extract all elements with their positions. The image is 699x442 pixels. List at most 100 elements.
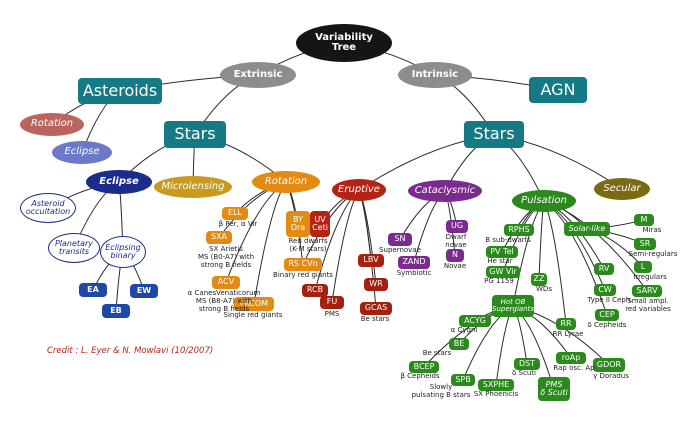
hot-ob-supergiants-node: Hot OB Supergiants — [492, 295, 534, 317]
dst-label: δ Scuti — [512, 369, 536, 377]
connector-line — [538, 200, 545, 280]
ug-label: Dwarf novae — [445, 233, 467, 249]
dst-node: DST — [514, 358, 540, 370]
ew-node: EW — [130, 284, 158, 298]
zz-label: WDs — [536, 285, 552, 293]
gw-vir-label: PG 1159 — [484, 277, 514, 285]
m-label: Miras — [642, 226, 662, 234]
acv-node: ACV — [212, 276, 240, 289]
rs-cvn-label: Binary red giants — [273, 271, 333, 279]
cataclysmic-node: Cataclysmic — [408, 180, 482, 202]
sarv-label: Small ampl. red variables — [625, 297, 671, 313]
ell-label: β Per, α Vir — [218, 220, 258, 228]
zand-label: Symbiotic — [396, 269, 432, 277]
sn-label: Supernovae — [379, 246, 421, 254]
cw-label: Type II Ceph. — [587, 296, 633, 304]
asteroid-rotation-node: Rotation — [20, 113, 84, 136]
rs-cvn-node: RS CVn — [284, 258, 322, 271]
m-node: M — [634, 214, 654, 226]
root-node: Variability Tree — [296, 24, 392, 62]
l-label: Irregulars — [633, 273, 667, 281]
uv-ceti-node: UV Ceti — [310, 211, 330, 237]
credit-text: Credit : L. Eyer & N. Mowlavi (10/2007) — [47, 346, 214, 356]
eruptive-node: Eruptive — [332, 179, 386, 201]
microlensing-node: Microlensing — [154, 176, 232, 198]
eclipsing-binary-node: Eclipsing binary — [100, 236, 146, 268]
sr-node: SR — [634, 238, 656, 250]
connector-line — [543, 200, 567, 325]
connector-line — [358, 189, 377, 285]
acyg-label: α Cygni — [450, 326, 478, 334]
pms-delta-scuti-node: PMS δ Scuti — [538, 377, 570, 401]
fkcom-label: Single red giants — [223, 311, 283, 319]
ea-node: EA — [79, 283, 107, 297]
be-label: Be stars — [422, 349, 452, 357]
rphs-label: B sub-dwarfs — [485, 236, 531, 244]
gdor-label: γ Doradus — [593, 372, 629, 380]
connector-line — [253, 181, 287, 305]
intrinsic-stars-node: Stars — [464, 121, 524, 148]
extrinsic-node: Extrinsic — [220, 62, 296, 88]
lbv-node: LBV — [358, 254, 384, 267]
pv-tel-node: PV Tel — [486, 246, 518, 258]
spb-label: Slowly pulsating B stars — [411, 383, 471, 399]
cep-label: δ Cepheids — [587, 321, 627, 329]
fu-label: PMS — [324, 310, 340, 318]
gcas-node: GCAS — [360, 302, 392, 315]
gw-vir-node: GW Vir — [486, 266, 520, 278]
secular-node: Secular — [594, 178, 650, 200]
cw-node: CW — [594, 284, 616, 296]
connector-line — [543, 200, 648, 292]
sn-node: SN — [388, 233, 412, 246]
spb-node: SPB — [451, 374, 475, 386]
eb-node: EB — [102, 304, 130, 318]
asteroid-eclipse-node: Eclipse — [52, 141, 112, 164]
roap-label: Rap osc. Ap — [553, 364, 595, 372]
connector-line — [331, 189, 360, 303]
sxa-label: SX Arietis MS (B0-A7) with strong B fiel… — [197, 245, 255, 269]
gdor-node: GDOR — [593, 358, 625, 372]
bcep-label: β Cepheids — [400, 372, 440, 380]
by-uv-label: Red dwarfs (K-M stars) — [288, 237, 328, 253]
sxa-node: SXA — [206, 231, 232, 244]
rr-node: RR — [556, 318, 576, 330]
rphs-node: RPHS — [504, 224, 534, 236]
zand-node: ZAND — [398, 256, 430, 269]
l-node: L — [634, 261, 652, 273]
n-label: Novae — [443, 262, 467, 270]
fkcom-node: FKCOM — [234, 297, 274, 311]
acv-label: α CanesVenaticorum MS (B8-A7) with stron… — [187, 289, 261, 313]
pulsation-node: Pulsation — [512, 190, 576, 212]
by-dra-node: BY Dra — [286, 211, 310, 237]
sxphe-label: SX Phoenicis — [473, 390, 519, 398]
rcb-node: RCB — [302, 284, 328, 297]
rotation-node: Rotation — [252, 171, 320, 193]
rr-label: RR Lyrae — [552, 330, 584, 338]
pv-tel-label: He star — [487, 257, 513, 265]
agn-node: AGN — [529, 77, 587, 103]
be-node: BE — [449, 338, 469, 350]
sarv-node: SARV — [632, 285, 662, 297]
ug-node: UG — [446, 220, 468, 233]
asteroid-occultation-node: Asteroid occultation — [20, 193, 76, 223]
ell-node: ELL — [222, 207, 248, 220]
bcep-node: BCEP — [409, 361, 439, 373]
roap-node: roAp — [556, 352, 586, 364]
planetary-transits-node: Planetary transits — [48, 233, 100, 263]
asteroids-node: Asteroids — [78, 78, 162, 104]
zz-node: ZZ — [531, 273, 547, 286]
n-node: N — [446, 249, 464, 262]
extrinsic-stars-node: Stars — [164, 121, 226, 148]
eclipse-node: Eclipse — [86, 170, 152, 194]
sr-label: Semi-regulars — [628, 250, 678, 258]
intrinsic-node: Intrinsic — [398, 62, 472, 88]
cep-node: CEP — [595, 309, 619, 321]
wr-node: WR — [364, 278, 388, 291]
gcas-label: Be stars — [360, 315, 390, 323]
sxphe-node: SXPHE — [478, 379, 514, 391]
rv-node: RV — [594, 263, 614, 275]
acyg-node: ACYG — [459, 315, 491, 327]
solar-like-node: Solar-like — [564, 222, 610, 236]
connector-line — [543, 200, 606, 291]
